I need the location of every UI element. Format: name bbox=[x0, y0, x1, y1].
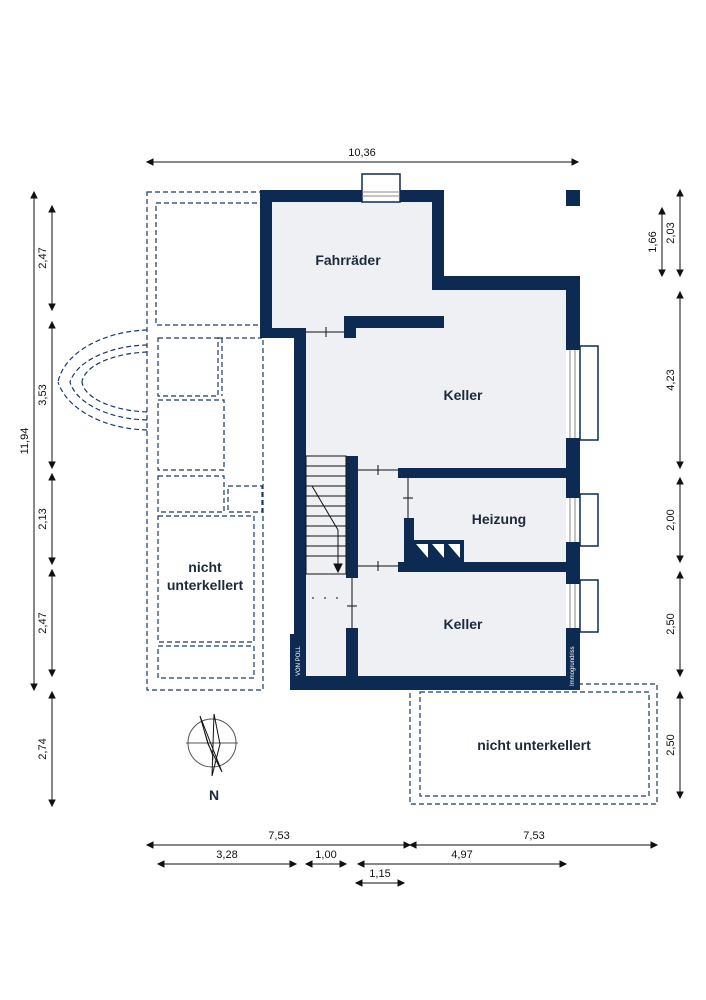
dimension-right-top-2: 2,03 bbox=[665, 222, 677, 243]
von-poll-logo: VON POLL bbox=[290, 634, 304, 690]
room-label-nicht-unterkellert-left-2: unterkellert bbox=[167, 577, 244, 593]
door-markers bbox=[306, 327, 413, 628]
dimension-right-3: 2,50 bbox=[665, 613, 677, 634]
walls bbox=[260, 190, 580, 690]
floors bbox=[270, 200, 568, 680]
compass-label: N bbox=[209, 787, 219, 803]
dimension-left-5: 2,74 bbox=[37, 738, 49, 759]
dimension-left-total: 11,94 bbox=[19, 428, 31, 455]
dimension-lines bbox=[30, 158, 684, 887]
boiler-icon bbox=[416, 544, 460, 558]
room-label-keller-bottom: Keller bbox=[444, 616, 483, 632]
room-label-keller-top: Keller bbox=[444, 387, 483, 403]
dimension-left-2: 3,53 bbox=[37, 384, 49, 405]
dimension-left-4: 2,47 bbox=[37, 612, 49, 633]
door-arcs bbox=[57, 329, 148, 431]
room-label-nicht-unterkellert-left-1: nicht bbox=[188, 559, 222, 575]
staircase bbox=[305, 455, 347, 599]
room-label-fahrraeder: Fahrräder bbox=[315, 252, 381, 268]
windows bbox=[361, 173, 599, 633]
dimension-left-3: 2,13 bbox=[37, 508, 49, 529]
dimension-left-1: 2,47 bbox=[37, 247, 49, 268]
dimension-right-top-1: 1,66 bbox=[647, 231, 659, 252]
dimension-right-4: 2,50 bbox=[665, 734, 677, 755]
compass-icon: N bbox=[186, 713, 238, 803]
dimension-bottom-1a: 7,53 bbox=[268, 830, 289, 842]
dimension-bottom-3a: 1,15 bbox=[369, 868, 390, 880]
svg-text:Immogrundriss: Immogrundriss bbox=[570, 646, 576, 686]
column-marker bbox=[566, 190, 580, 206]
immogrundriss-logo: Immogrundriss bbox=[570, 646, 576, 686]
dimension-right-1: 4,23 bbox=[665, 369, 677, 390]
dimension-bottom-2c: 4,97 bbox=[451, 849, 472, 861]
dashed-outline-left bbox=[146, 191, 264, 691]
svg-text:VON POLL: VON POLL bbox=[296, 645, 302, 676]
room-label-nicht-unterkellert-right: nicht unterkellert bbox=[477, 737, 591, 753]
dimension-top-total: 10,36 bbox=[348, 147, 376, 159]
dimension-bottom-2a: 3,28 bbox=[216, 849, 237, 861]
dimension-bottom-1b: 7,53 bbox=[523, 830, 544, 842]
dimension-bottom-2b: 1,00 bbox=[315, 849, 336, 861]
dimension-right-2: 2,00 bbox=[665, 509, 677, 530]
room-label-heizung: Heizung bbox=[472, 511, 526, 527]
